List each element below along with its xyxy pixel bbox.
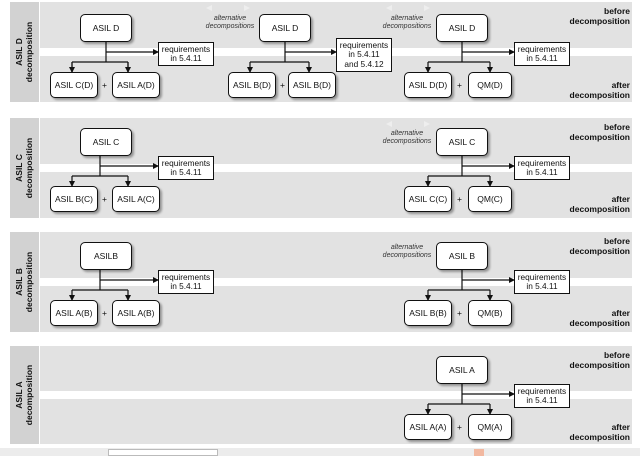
d2-parent-box: ASIL D — [259, 14, 311, 42]
panel-b-after-label: after decomposition — [569, 308, 630, 328]
footer-bar — [0, 448, 640, 456]
d2-requirements: requirements in 5.4.11 and 5.4.12 — [336, 38, 392, 72]
a1-parent-box: ASIL A — [436, 356, 488, 384]
d3-parent-box: ASIL D — [436, 14, 488, 42]
panel-c-before-label: before decomposition — [569, 122, 630, 142]
d1-requirements: requirements in 5.4.11 — [158, 42, 214, 66]
panel-b-side: ASIL B decomposition — [10, 232, 39, 332]
d3-left-box: ASIL D(D) — [404, 72, 452, 98]
c1-requirements: requirements in 5.4.11 — [158, 156, 214, 180]
c2-left-box: ASIL C(C) — [404, 186, 452, 212]
b2-requirements: requirements in 5.4.11 — [514, 270, 570, 294]
alt-arrow-right-d2 — [424, 5, 430, 11]
d1-stem — [71, 42, 129, 74]
a1-requirements: requirements in 5.4.11 — [514, 384, 570, 408]
a1-plus: + — [457, 422, 462, 432]
alt-arrow-left-d2 — [386, 5, 392, 11]
panel-a-side: ASIL A decomposition — [10, 346, 39, 444]
d1-plus: + — [102, 80, 107, 90]
b1-requirements: requirements in 5.4.11 — [158, 270, 214, 294]
b2-left-box: ASIL B(B) — [404, 300, 452, 326]
c1-right-box: ASIL A(C) — [112, 186, 160, 212]
d1-left-box: ASIL C(D) — [50, 72, 98, 98]
b1-left-box: ASIL A(B) — [50, 300, 98, 326]
b1-plus: + — [102, 308, 107, 318]
panel-c-side: ASIL C decomposition — [10, 118, 39, 218]
d3-requirements: requirements in 5.4.11 — [514, 42, 570, 66]
d3-plus: + — [457, 80, 462, 90]
c2-requirements: requirements in 5.4.11 — [514, 156, 570, 180]
alt-arrow-left-d1 — [206, 5, 212, 11]
d2-plus: + — [280, 80, 285, 90]
b2-right-box: QM(B) — [468, 300, 512, 326]
a1-left-box: ASIL A(A) — [404, 414, 452, 440]
panel-a-after-label: after decomposition — [569, 422, 630, 442]
alt-note-d1: alternative decompositions — [205, 15, 255, 30]
alt-note-b: alternative decompositions — [382, 244, 432, 259]
panel-b-before-label: before decomposition — [569, 236, 630, 256]
panel-c-after-label: after decomposition — [569, 194, 630, 214]
b1-parent-box: ASILB — [80, 242, 132, 270]
panel-a-before-band — [40, 346, 632, 391]
alt-note-c: alternative decompositions — [382, 130, 432, 145]
panel-d-side: ASIL D decomposition — [10, 2, 39, 102]
c1-parent-box: ASIL C — [80, 128, 132, 156]
c2-right-box: QM(C) — [468, 186, 512, 212]
c2-parent-box: ASIL C — [436, 128, 488, 156]
d3-right-box: QM(D) — [468, 72, 512, 98]
alt-arrow-left-c — [386, 121, 392, 127]
footer-input[interactable] — [108, 449, 218, 456]
c1-left-box: ASIL B(C) — [50, 186, 98, 212]
footer-icon[interactable] — [474, 449, 484, 456]
d2-right-box: ASIL B(D) — [288, 72, 336, 98]
d1-parent-box: ASIL D — [80, 14, 132, 42]
b2-parent-box: ASIL B — [436, 242, 488, 270]
d2-left-box: ASIL B(D) — [228, 72, 276, 98]
d1-right-box: ASIL A(D) — [112, 72, 160, 98]
c2-plus: + — [457, 194, 462, 204]
c1-plus: + — [102, 194, 107, 204]
b1-right-box: ASIL A(B) — [112, 300, 160, 326]
alt-arrow-right-c — [424, 121, 430, 127]
alt-arrow-right-d1 — [244, 5, 250, 11]
panel-d-before-label: before decomposition — [569, 6, 630, 26]
a1-right-box: QM(A) — [468, 414, 512, 440]
panel-d-after-label: after decomposition — [569, 80, 630, 100]
b2-plus: + — [457, 308, 462, 318]
panel-a-before-label: before decomposition — [569, 350, 630, 370]
alt-note-d2: alternative decompositions — [382, 15, 432, 30]
